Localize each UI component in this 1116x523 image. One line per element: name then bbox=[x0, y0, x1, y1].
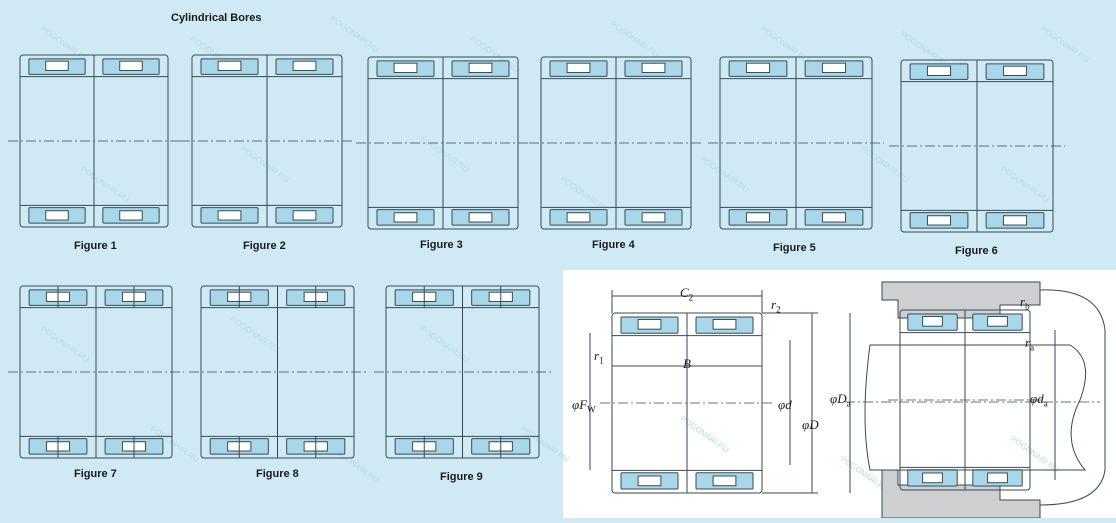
dim-r1-label: r1 bbox=[594, 348, 604, 366]
figure-1-cage-bottom-0 bbox=[45, 210, 69, 221]
dim-b-label: B bbox=[683, 356, 691, 371]
figure-4-cage-top-0 bbox=[566, 62, 591, 73]
watermark-text: POGONAIR.RU bbox=[609, 19, 661, 59]
watermark-text: POGONAIR.RU bbox=[39, 324, 91, 364]
figure-7-label: Figure 7 bbox=[74, 468, 117, 480]
figure-2-cage-top-0 bbox=[217, 60, 242, 71]
figure-5-cage-top-1 bbox=[821, 62, 847, 73]
watermark-text: POGONAIR.RU bbox=[759, 24, 811, 64]
dim-rb-label: rb bbox=[1020, 294, 1030, 312]
figure-6-cage-top-0 bbox=[926, 65, 952, 76]
figure-4-cage-top-1 bbox=[641, 62, 666, 73]
shaft-outline bbox=[864, 344, 1087, 471]
figure-11-cage-top-0 bbox=[922, 315, 943, 327]
figure-10-cage-top-1 bbox=[712, 318, 737, 330]
figure-3-cage-top-1 bbox=[468, 62, 493, 73]
figure-2-label: Figure 2 bbox=[243, 240, 286, 252]
figure-1-label: Figure 1 bbox=[74, 240, 117, 252]
watermark-text: POGONAIR.RU bbox=[1039, 24, 1091, 64]
dim-phi-da-label: φDa bbox=[830, 391, 851, 409]
figure-6-cage-top-1 bbox=[1002, 65, 1028, 76]
watermark-text: POGONAIR.RU bbox=[239, 144, 291, 184]
shaft-end bbox=[1039, 289, 1106, 506]
watermark-text: POGONAIR.RU bbox=[999, 164, 1051, 204]
figure-3-cage-bottom-0 bbox=[393, 212, 418, 223]
figure-4-cage-bottom-1 bbox=[641, 212, 666, 223]
watermark-text: POGONAIR.RU bbox=[699, 154, 751, 194]
figure-10-cage-bottom-0 bbox=[637, 475, 662, 487]
figure-2-cage-top-1 bbox=[292, 60, 317, 71]
figure-3-cage-bottom-1 bbox=[468, 212, 493, 223]
watermark-text: POGONAIR.RU bbox=[329, 14, 381, 54]
figure-2-cage-bottom-0 bbox=[217, 210, 242, 221]
figure-1-cage-bottom-1 bbox=[119, 210, 143, 221]
dim-r2-label: r2 bbox=[771, 297, 781, 315]
watermark-text: POGONAIR.RU bbox=[419, 134, 471, 174]
figure-9-label: Figure 9 bbox=[440, 471, 483, 483]
watermark-text: POGONAIR.RU bbox=[79, 164, 131, 204]
figure-4-cage-bottom-0 bbox=[566, 212, 591, 223]
figure-8-label: Figure 8 bbox=[256, 468, 299, 480]
watermark-text: POGONAIR.RU bbox=[419, 324, 471, 364]
figure-6-cage-bottom-1 bbox=[1002, 215, 1028, 226]
dim-c2-label: C2 bbox=[680, 285, 694, 303]
figure-3-label: Figure 3 bbox=[420, 239, 463, 251]
dim-phi-d-bore-label: φd bbox=[778, 397, 792, 412]
dim-ra-label: ra bbox=[1025, 335, 1035, 353]
figure-1-cage-top-0 bbox=[45, 60, 69, 71]
figure-1-cage-top-1 bbox=[119, 60, 143, 71]
figure-5-label: Figure 5 bbox=[773, 242, 816, 254]
dim-phi-fw-label: φFW bbox=[572, 397, 596, 415]
figure-6-cage-bottom-0 bbox=[926, 215, 952, 226]
figure-11-cage-bottom-1 bbox=[987, 472, 1008, 484]
watermark-text: POGONAIR.RU bbox=[859, 144, 911, 184]
figure-11-cage-top-1 bbox=[987, 315, 1008, 327]
dim-phi-d-outer-label: φD bbox=[802, 417, 819, 432]
figure-10-cage-bottom-1 bbox=[712, 475, 737, 487]
figure-11-cage-bottom-0 bbox=[922, 472, 943, 484]
dim-phi-da-shaft-label: φda bbox=[1030, 391, 1048, 409]
watermark-text: POGONAIR.RU bbox=[559, 174, 611, 214]
figure-5-cage-top-0 bbox=[745, 62, 771, 73]
watermark-text: POGONAIR.RU bbox=[229, 314, 281, 354]
figure-10-cage-top-0 bbox=[637, 318, 662, 330]
section-title: Cylindrical Bores bbox=[171, 12, 262, 24]
figure-3-cage-top-0 bbox=[393, 62, 418, 73]
figure-5-cage-bottom-1 bbox=[821, 212, 847, 223]
figure-4-label: Figure 4 bbox=[592, 239, 635, 251]
figure-5-cage-bottom-0 bbox=[745, 212, 771, 223]
figure-6-label: Figure 6 bbox=[955, 245, 998, 257]
figure-2-cage-bottom-1 bbox=[292, 210, 317, 221]
